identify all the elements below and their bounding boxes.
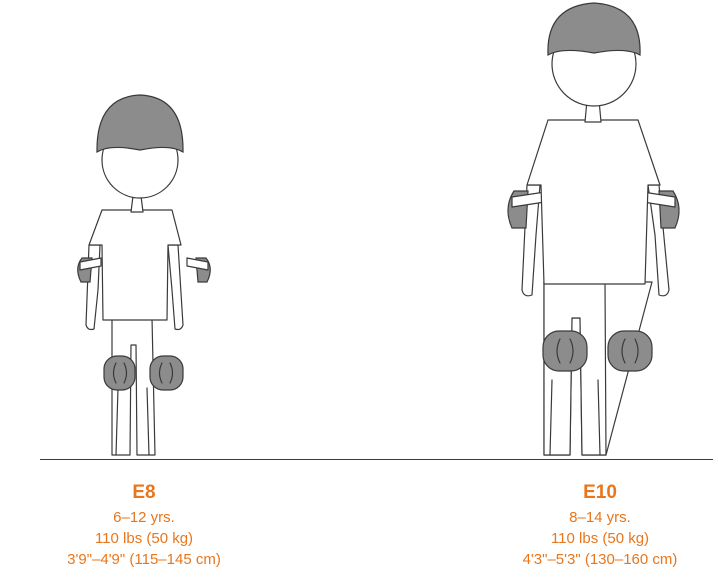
e8-right-knee-pad: [150, 356, 183, 390]
e10-right-knee-pad: [608, 331, 652, 371]
age-range: 8–14 yrs.: [480, 507, 718, 528]
e10-size-caption: E10 8–14 yrs. 110 lbs (50 kg) 4'3"–5'3" …: [480, 480, 718, 570]
e10-helmet-icon: [548, 3, 640, 55]
e10-left-elbow-pad: [508, 191, 545, 228]
height-range: 4'3"–5'3" (130–160 cm): [480, 549, 718, 570]
size-name: E10: [480, 480, 718, 505]
e8-left-knee-pad: [104, 356, 135, 390]
size-illustration: .ol { fill: #ffffff; stroke: #3a3a3a; st…: [0, 0, 718, 462]
e10-left-knee-pad: [543, 331, 587, 371]
e10-child-figure: [508, 3, 679, 455]
e8-right-elbow-pad: [187, 258, 210, 282]
e8-child-figure: [78, 95, 211, 455]
height-range: 3'9"–4'9" (115–145 cm): [24, 549, 264, 570]
age-range: 6–12 yrs.: [24, 507, 264, 528]
e8-size-caption: E8 6–12 yrs. 110 lbs (50 kg) 3'9"–4'9" (…: [24, 480, 264, 570]
ground-line: [40, 459, 713, 460]
size-name: E8: [24, 480, 264, 505]
max-weight: 110 lbs (50 kg): [480, 528, 718, 549]
e8-helmet-icon: [97, 95, 183, 152]
e10-right-elbow-pad: [643, 191, 679, 228]
max-weight: 110 lbs (50 kg): [24, 528, 264, 549]
